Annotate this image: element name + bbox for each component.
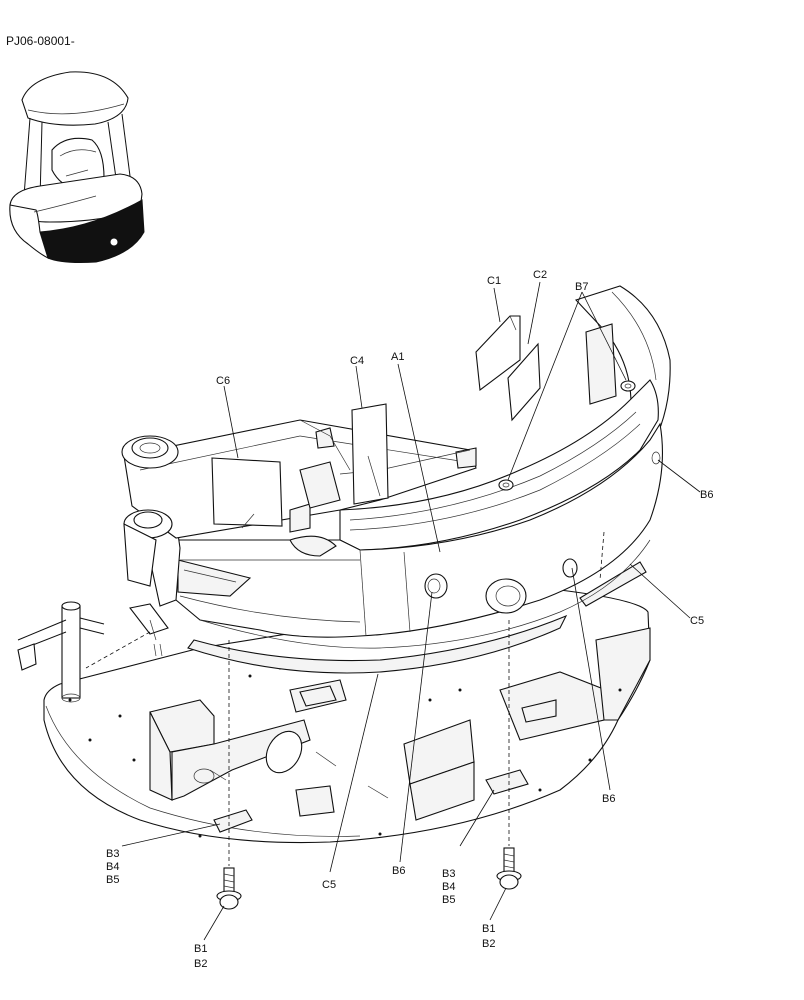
label-c4: C4 — [350, 355, 364, 367]
label-b4-right: B4 — [442, 881, 455, 893]
label-b6-bottom: B6 — [392, 865, 405, 877]
plate-c2 — [507, 342, 541, 422]
plate-c4 — [351, 403, 389, 505]
label-c1: C1 — [487, 275, 501, 287]
plates — [211, 315, 541, 529]
label-c5-bottom: C5 — [322, 879, 336, 891]
label-b2-left: B2 — [194, 958, 207, 970]
label-c5-right: C5 — [690, 615, 704, 627]
callout-labels: C1 C2 B7 C4 A1 C6 B6 C5 B6 B6 C5 B3 B4 B… — [106, 269, 713, 970]
label-b1-left: B1 — [194, 943, 207, 955]
upper-frame — [121, 419, 477, 587]
label-b1-right: B1 — [482, 923, 495, 935]
rail-c5 — [187, 561, 647, 674]
excavator-thumbnail-icon — [9, 71, 145, 263]
label-b5-right: B5 — [442, 894, 455, 906]
label-b4-left: B4 — [106, 861, 119, 873]
label-b2-right: B2 — [482, 938, 495, 950]
counterweight-a1 — [149, 285, 671, 649]
label-a1: A1 — [391, 351, 404, 363]
label-b6-right: B6 — [700, 489, 713, 501]
label-b3-right: B3 — [442, 868, 455, 880]
label-b6-lower-right: B6 — [602, 793, 615, 805]
label-c2: C2 — [533, 269, 547, 281]
alignment-lines — [228, 531, 605, 866]
plate-c1 — [475, 315, 521, 392]
label-c6: C6 — [216, 375, 230, 387]
base-frame — [17, 589, 651, 844]
label-b5-left: B5 — [106, 874, 119, 886]
leader-lines — [121, 281, 701, 941]
label-b7: B7 — [575, 281, 588, 293]
label-b3-left: B3 — [106, 848, 119, 860]
bolt-icon — [216, 847, 522, 910]
diagram-code: PJ06-08001- — [6, 34, 75, 48]
plate-c6 — [211, 457, 283, 527]
